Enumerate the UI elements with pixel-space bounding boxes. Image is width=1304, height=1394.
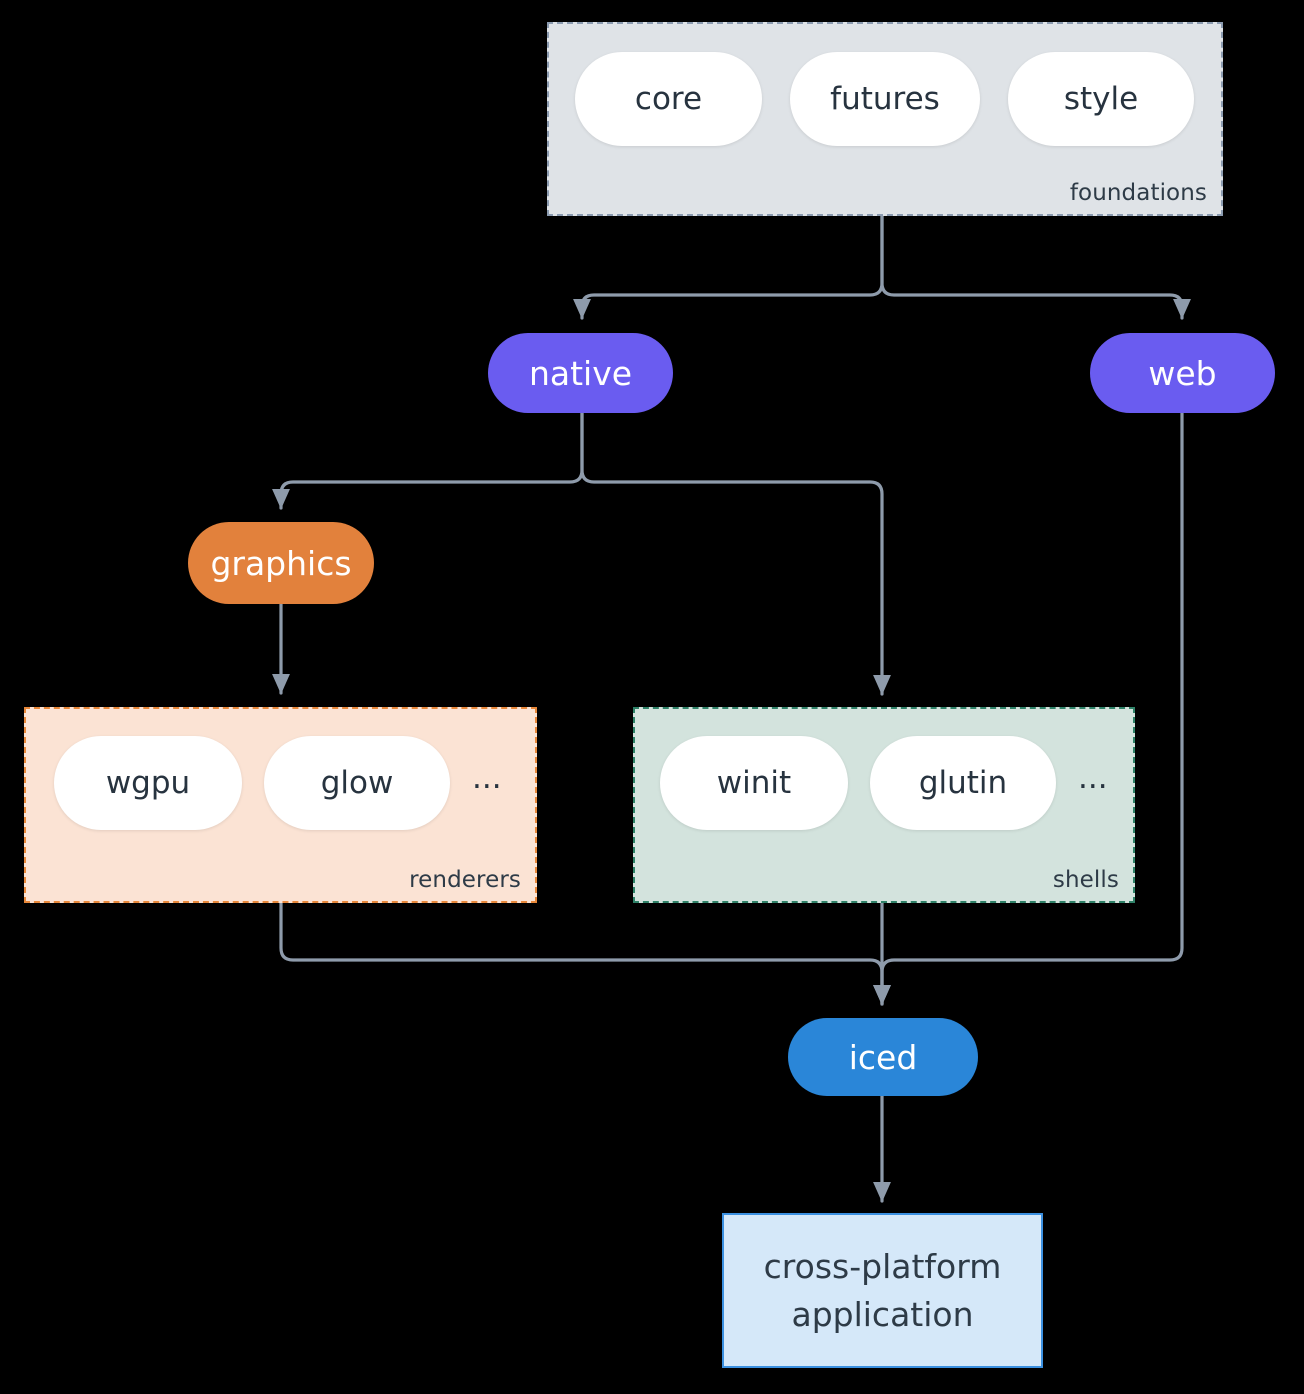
- pill-wgpu[interactable]: wgpu: [54, 736, 242, 830]
- node-graphics[interactable]: graphics: [188, 522, 374, 604]
- edge-renderers-iced: [279, 901, 891, 1006]
- edge-native-graphics: [272, 411, 584, 510]
- group-label-shells: shells: [1052, 867, 1119, 893]
- renderers-ellipsis: ...: [472, 759, 502, 796]
- node-iced[interactable]: iced: [788, 1018, 978, 1096]
- node-cross-platform-application[interactable]: cross-platform application: [722, 1213, 1043, 1368]
- pill-glutin[interactable]: glutin: [870, 736, 1056, 830]
- group-foundations: core futures style foundations: [547, 22, 1223, 216]
- node-label: web: [1148, 353, 1217, 393]
- pill-label: futures: [830, 81, 940, 117]
- pill-winit[interactable]: winit: [660, 736, 848, 830]
- edge-foundations-native: [573, 214, 884, 320]
- group-shells: winit glutin ... shells: [633, 707, 1135, 903]
- shells-items: winit glutin ...: [635, 736, 1133, 830]
- node-web[interactable]: web: [1090, 333, 1275, 413]
- app-line-2: application: [791, 1294, 974, 1334]
- edge-native-shells: [580, 411, 891, 696]
- node-label: graphics: [210, 543, 352, 583]
- pill-futures[interactable]: futures: [790, 52, 980, 146]
- foundations-items: core futures style: [549, 52, 1221, 146]
- pill-label: glow: [320, 765, 394, 801]
- renderers-items: wgpu glow ...: [26, 736, 535, 830]
- pill-style[interactable]: style: [1008, 52, 1194, 146]
- node-label: native: [528, 353, 633, 393]
- group-renderers: wgpu glow ... renderers: [24, 707, 537, 903]
- shells-ellipsis: ...: [1078, 759, 1108, 796]
- pill-label: core: [634, 81, 703, 117]
- group-label-foundations: foundations: [1069, 180, 1207, 206]
- node-native[interactable]: native: [488, 333, 673, 413]
- pill-core[interactable]: core: [575, 52, 762, 146]
- node-label: iced: [848, 1037, 918, 1077]
- group-label-renderers: renderers: [409, 867, 521, 893]
- pill-label: wgpu: [105, 765, 191, 801]
- pill-label: glutin: [918, 765, 1008, 801]
- pill-label: winit: [716, 765, 792, 801]
- pill-label: style: [1063, 81, 1139, 117]
- pill-glow[interactable]: glow: [264, 736, 450, 830]
- edge-foundations-web: [880, 214, 1191, 320]
- app-line-1: cross-platform: [763, 1246, 1002, 1286]
